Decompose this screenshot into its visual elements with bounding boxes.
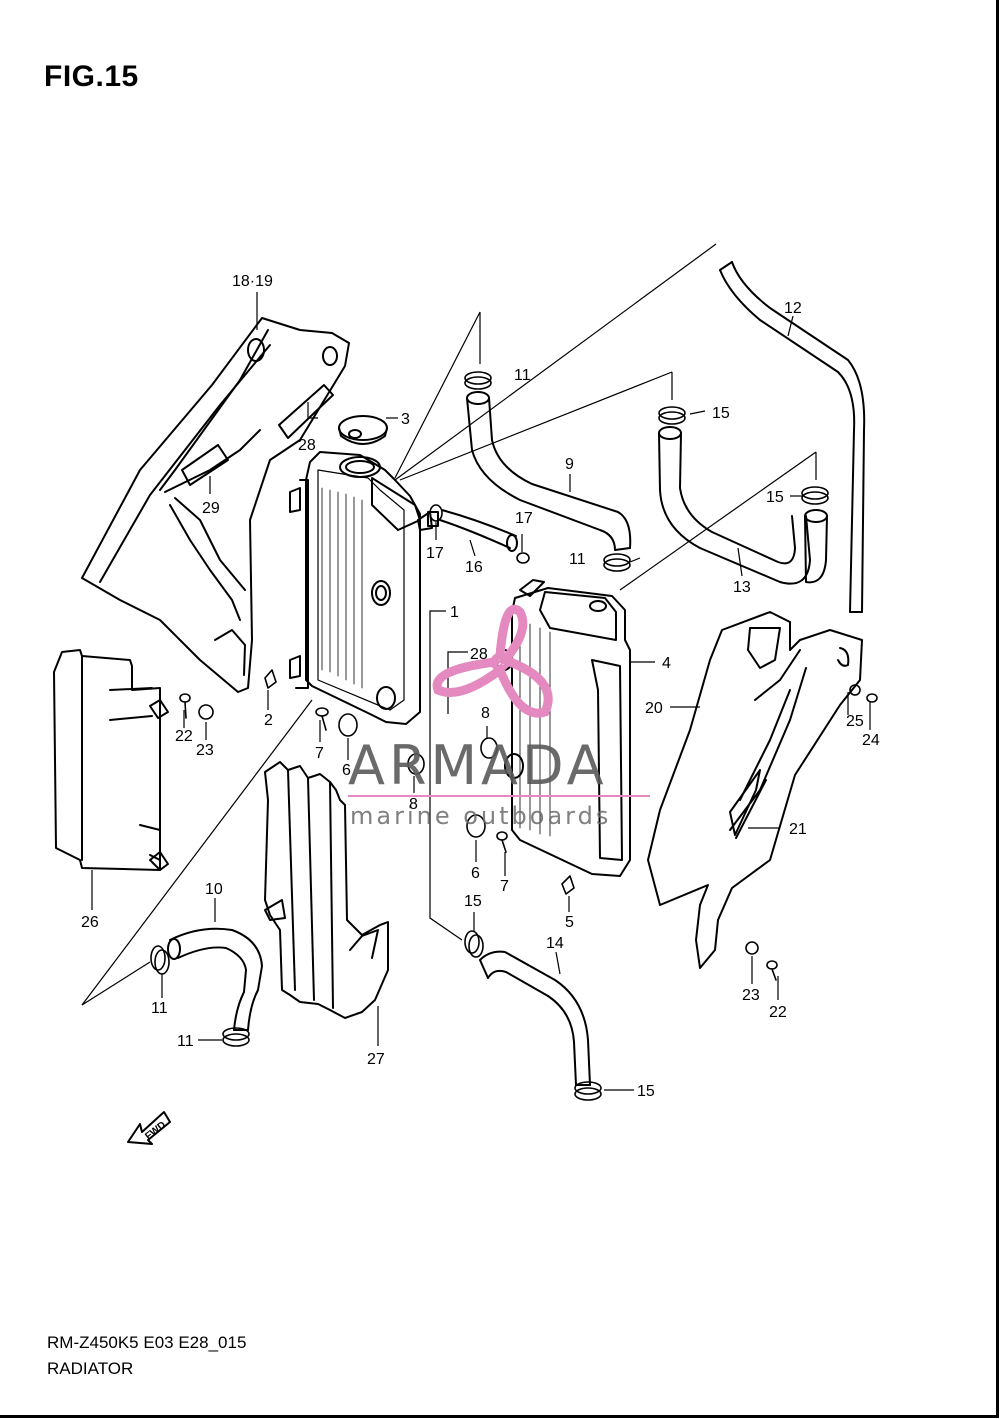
callout-10: 10 — [205, 881, 223, 898]
callout-11: 11 — [177, 1033, 194, 1050]
fwd-arrow-icon — [127, 1111, 171, 1145]
watermark-brand: ARMADA marine outboards — [348, 734, 650, 830]
callout-7: 7 — [500, 878, 509, 895]
callout-21: 21 — [789, 821, 807, 838]
fwd-label: FWD — [143, 1120, 168, 1143]
radiator-right — [495, 579, 631, 877]
callout-26: 26 — [81, 914, 99, 931]
propeller-logo-icon — [432, 604, 553, 718]
callout-11: 11 — [151, 1000, 168, 1017]
callout-6: 6 — [342, 762, 351, 779]
hose-14 — [479, 950, 591, 1086]
callout-12: 12 — [784, 300, 802, 317]
diagram-caption: RADIATOR — [47, 1359, 134, 1378]
callout-7: 7 — [315, 745, 324, 762]
callout-2: 2 — [264, 712, 273, 729]
callout-18-19: 18·19 — [232, 273, 273, 290]
radiator-guard-right — [264, 761, 389, 1019]
figure-title: FIG.15 — [44, 60, 139, 93]
radiator-shroud-right — [647, 611, 863, 969]
callout-labels: 18·19 12 11 15 3 28 9 15 29 17 17 16 11 … — [81, 273, 880, 1100]
diagram-code: RM-Z450K5 E03 E28_015 — [47, 1333, 247, 1352]
callout-17: 17 — [515, 510, 533, 527]
watermark-logo — [432, 604, 553, 718]
callout-17: 17 — [426, 545, 444, 562]
callout-8: 8 — [409, 796, 418, 813]
callout-22: 22 — [769, 1004, 787, 1021]
callout-15: 15 — [766, 489, 784, 506]
callout-3: 3 — [401, 411, 410, 428]
callout-15: 15 — [464, 893, 482, 910]
hose-13 — [658, 426, 828, 585]
callout-15: 15 — [712, 405, 730, 422]
hose-10 — [167, 927, 263, 1031]
callout-1: 1 — [450, 604, 459, 621]
callout-6: 6 — [471, 865, 480, 882]
small-hardware — [150, 371, 878, 1101]
watermark-brand-text: ARMADA — [348, 734, 608, 797]
callout-4: 4 — [662, 655, 671, 672]
callout-9: 9 — [565, 456, 574, 473]
callout-23: 23 — [742, 987, 760, 1004]
callout-28: 28 — [470, 646, 488, 663]
radiator-shroud-left — [81, 317, 350, 693]
leader-lines — [81, 243, 871, 1091]
callout-5: 5 — [565, 914, 574, 931]
callout-20: 20 — [645, 700, 663, 717]
hose-16 — [439, 509, 518, 552]
callout-15: 15 — [637, 1083, 655, 1100]
hose-12 — [719, 261, 866, 613]
radiator-guard-left — [53, 649, 169, 871]
callout-24: 24 — [862, 732, 880, 749]
callout-8: 8 — [481, 705, 490, 722]
callout-29: 29 — [202, 500, 220, 517]
callout-23: 23 — [196, 742, 214, 759]
callout-27: 27 — [367, 1051, 385, 1068]
callout-16: 16 — [465, 559, 483, 576]
callout-14: 14 — [546, 935, 564, 952]
watermark-tagline: marine outboards — [350, 802, 611, 830]
callout-22: 22 — [175, 728, 193, 745]
callout-25: 25 — [846, 713, 864, 730]
callout-11: 11 — [514, 367, 531, 384]
callout-13: 13 — [733, 579, 751, 596]
radiator-left — [289, 451, 439, 725]
hose-9 — [466, 391, 632, 551]
radiator-cap — [338, 415, 388, 445]
callout-28: 28 — [298, 437, 316, 454]
callout-11: 11 — [569, 551, 586, 568]
